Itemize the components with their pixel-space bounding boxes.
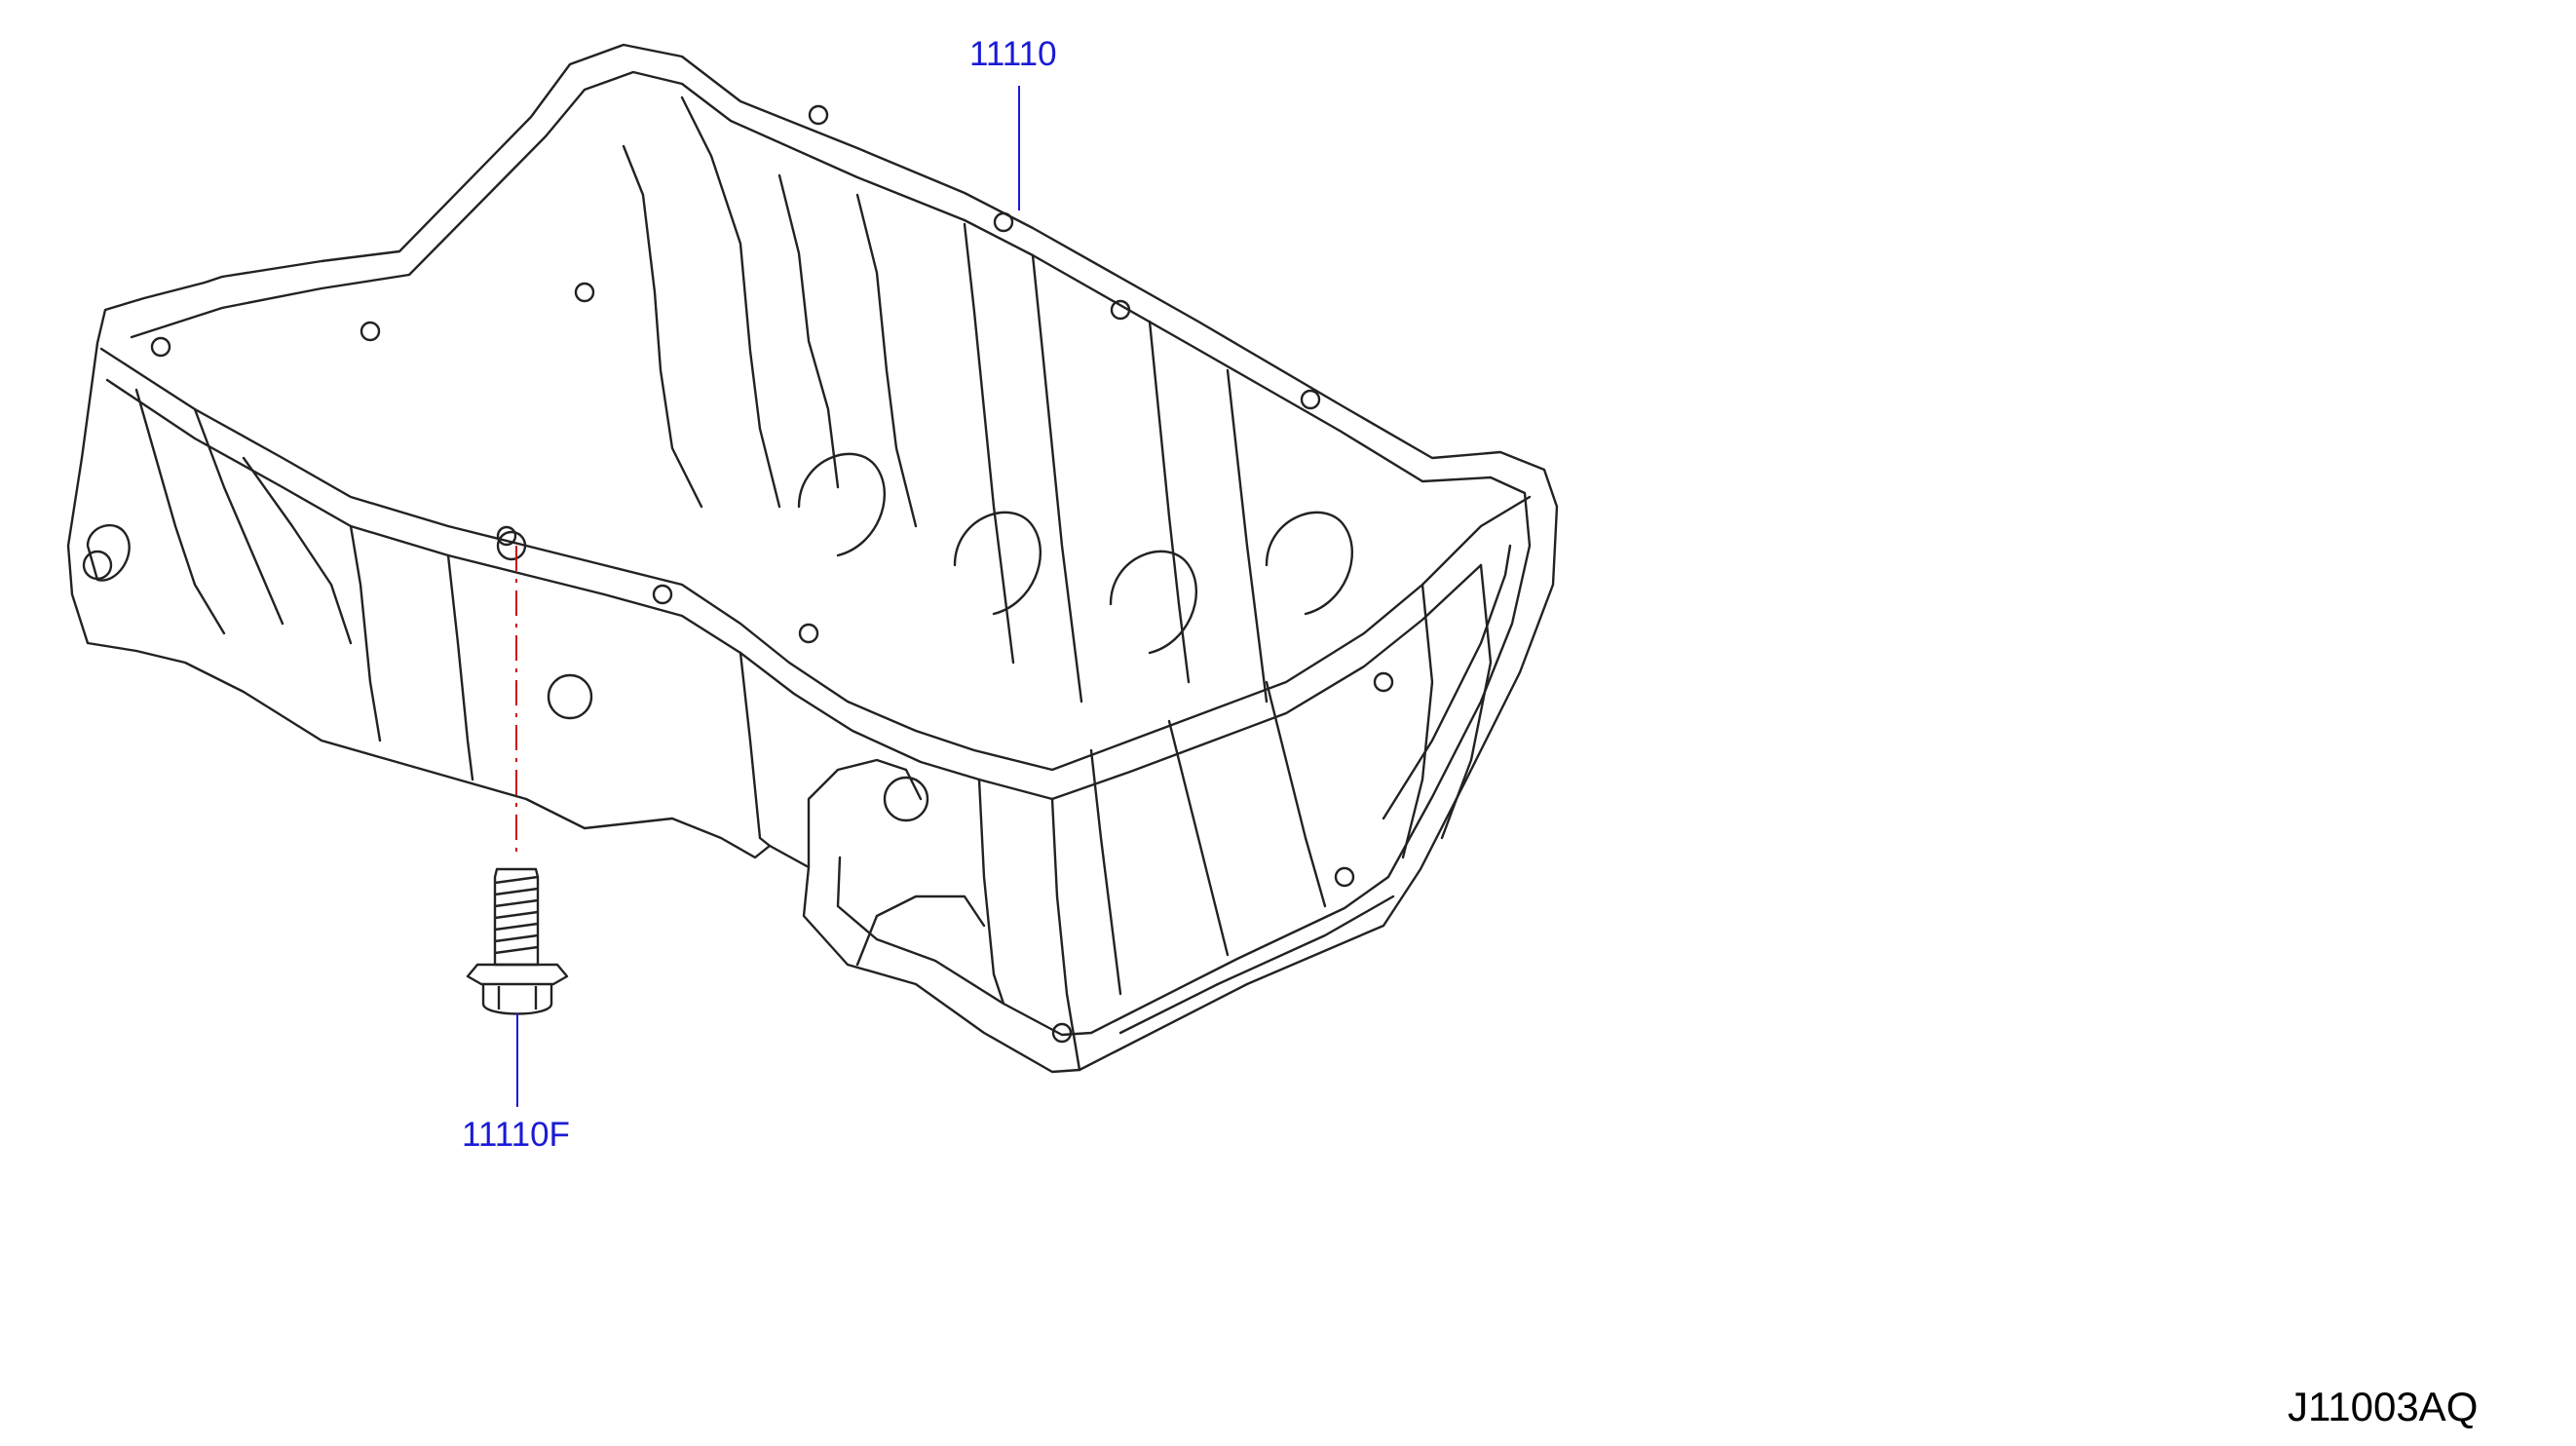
oil-pan-drawing[interactable] bbox=[66, 43, 1559, 1074]
diagram-code: J11003AQ bbox=[2288, 1384, 2479, 1429]
bolt-drawing[interactable] bbox=[466, 867, 569, 1015]
callout-label-bolt[interactable]: 11110F bbox=[462, 1116, 570, 1154]
callout-label-oil-pan[interactable]: 11110 bbox=[969, 35, 1057, 73]
